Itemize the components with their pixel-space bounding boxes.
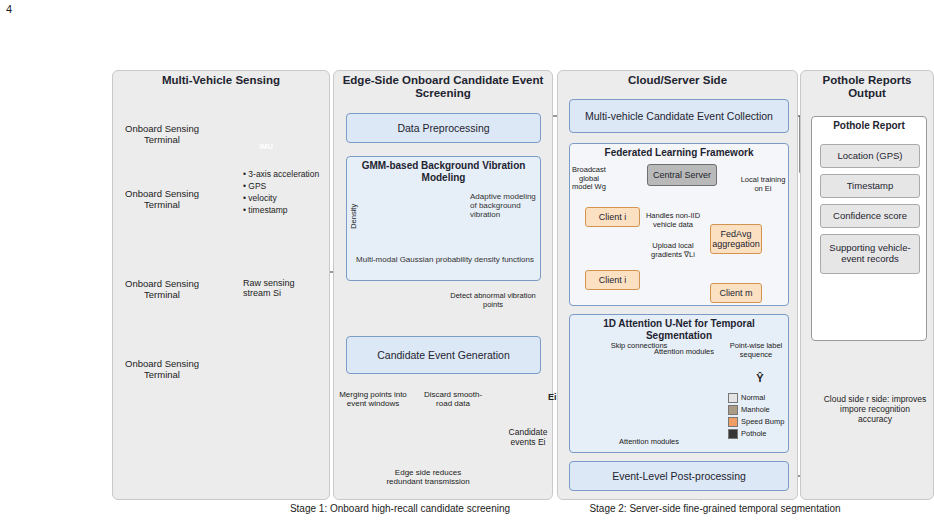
annotation: Ŷ [750, 372, 770, 385]
edge-label: Upload local gradients ∇Li [641, 242, 705, 259]
annotation: Onboard Sensing Terminal [112, 279, 212, 301]
annotation: IMU [254, 143, 278, 152]
legend-row: Manhole [728, 405, 770, 415]
annotation: • velocity [243, 194, 329, 204]
annotation: Candidate events Ei [504, 428, 552, 448]
node-title: Client m [719, 288, 752, 298]
annotation: 4 [6, 3, 26, 16]
legend-text: Manhole [741, 405, 770, 414]
annotation: Edge side reduces redundant transmission [380, 468, 476, 486]
legend-row: Pothole [728, 429, 766, 439]
report-field: Timestamp [820, 174, 920, 198]
annotation: Onboard Sensing Terminal [112, 124, 212, 146]
legend-swatch [728, 405, 738, 415]
annotation: • 3-axis acceleration [243, 170, 329, 180]
report-box: Pothole ReportLocation (GPS) TimestampCon… [811, 116, 927, 341]
process-box: Data Preprocessing [346, 113, 541, 143]
node-title: Client i [599, 275, 627, 285]
node-title: Supporting vehicle-event records [825, 243, 915, 265]
node-title: Pothole Report [833, 120, 905, 132]
node-note: Adaptive modeling of background vibratio… [470, 192, 538, 220]
annotation: Density [350, 196, 359, 236]
process-box: Event-Level Post-processing [569, 461, 789, 491]
node-title: Timestamp [847, 181, 894, 192]
node-title: GMM-based Background Vibration Modeling [353, 160, 534, 183]
node-title: Central Server [653, 170, 711, 180]
report-field: Location (GPS) [820, 144, 920, 168]
annotation: Attention modules [654, 348, 724, 357]
report-field: Supporting vehicle-event records [820, 234, 920, 274]
node-title: Event-Level Post-processing [612, 470, 746, 482]
annotation: Merging points into event windows [336, 390, 410, 408]
annotation: Attention modules [604, 438, 694, 447]
legend-text: Speed Bump [741, 417, 784, 426]
process-box: Candidate Event Generation [346, 336, 541, 374]
node-note: Multi-modal Gaussian probability density… [352, 255, 538, 264]
annotation: Raw sensing stream Si [243, 278, 323, 299]
client-box: Client m [710, 283, 762, 303]
client-box: Client i [585, 207, 640, 227]
annotation: • timestamp [243, 206, 329, 216]
client-box: Client i [585, 270, 640, 290]
node-title: FedAvg aggregation [712, 229, 760, 250]
annotation: Onboard Sensing Terminal [112, 359, 212, 381]
legend-text: Normal [741, 393, 765, 402]
annotation: • GPS [243, 182, 329, 192]
edge-label: Detect abnormal vibration points [448, 292, 538, 309]
node-title: Confidence score [833, 211, 907, 222]
node-title: Federated Learning Framework [605, 147, 754, 159]
module-box: GMM-based Background Vibration ModelingA… [346, 156, 541, 281]
legend-row: Normal [728, 393, 765, 403]
report-field: Confidence score [820, 204, 920, 228]
annotation: Cloud side r side: improves impore recog… [822, 395, 928, 424]
annotation: Stage 2: Server-side fine-grained tempor… [555, 503, 875, 515]
node-title: Multi-vehicle Candidate Event Collection [585, 110, 773, 122]
node-title: Client i [599, 212, 627, 222]
annotation: Ei [548, 392, 564, 402]
process-box: Multi-vehicle Candidate Event Collection [569, 99, 789, 133]
server-box: Central Server [647, 164, 717, 186]
annotation: Onboard Sensing Terminal [112, 189, 212, 211]
client-box: FedAvg aggregation [710, 224, 762, 254]
edge-label: Broadcast global model Wg [570, 166, 608, 192]
section-panel: Pothole Reports OutputPothole ReportLoca… [800, 70, 934, 500]
annotation: Point-wise label sequence [726, 342, 786, 359]
annotation: Handles non-IID vehicle data [641, 212, 705, 229]
annotation: Discard smooth-road data [416, 390, 490, 408]
node-title: Candidate Event Generation [377, 349, 510, 361]
legend-text: Pothole [741, 429, 766, 438]
legend-row: Speed Bump [728, 417, 784, 427]
node-title: Multi-Vehicle Sensing [162, 74, 280, 87]
edge-label: Local training on Ei [739, 176, 787, 193]
node-title: Edge-Side Onboard Candidate Event Screen… [340, 74, 546, 100]
legend-swatch [728, 429, 738, 439]
legend-swatch [728, 417, 738, 427]
legend-swatch [728, 393, 738, 403]
node-title: Location (GPS) [838, 151, 903, 162]
annotation: Stage 1: Onboard high-recall candidate s… [250, 503, 550, 515]
node-title: 1D Attention U-Net for Temporal Segmenta… [576, 318, 782, 341]
node-title: Data Preprocessing [397, 122, 489, 134]
node-title: Pothole Reports Output [807, 74, 927, 100]
node-title: Cloud/Server Side [628, 74, 727, 87]
